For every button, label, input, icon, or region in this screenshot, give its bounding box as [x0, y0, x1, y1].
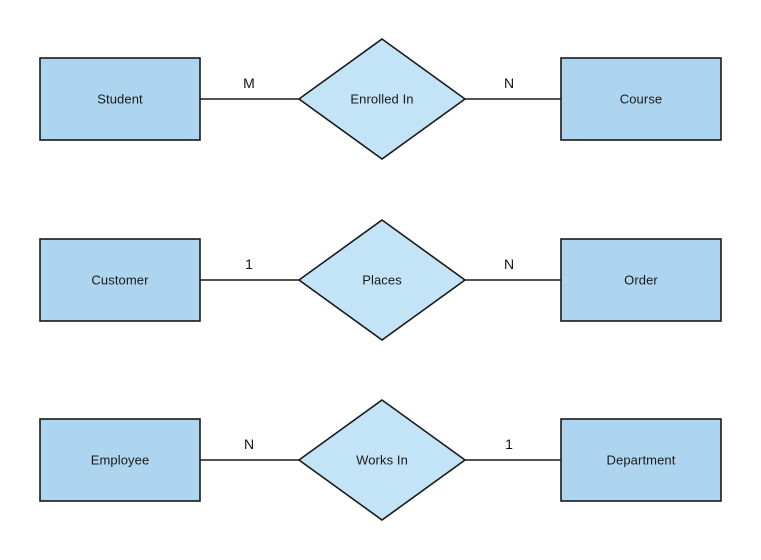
left-cardinality-label-row-3: N — [243, 436, 255, 452]
entity-label-customer: Customer — [91, 272, 149, 288]
entity-label-course: Course — [619, 91, 663, 107]
right-cardinality-label-row-2: N — [503, 256, 515, 272]
relationship-label-enrolled-in: Enrolled In — [350, 91, 414, 107]
entity-label-employee: Employee — [90, 452, 150, 468]
entity-label-order: Order — [624, 272, 658, 288]
entity-box-right-row-2[interactable] — [560, 238, 722, 322]
entity-label-department: Department — [606, 452, 676, 468]
entity-box-left-row-1[interactable] — [39, 57, 201, 141]
relationship-diamond-row-1[interactable] — [297, 38, 467, 160]
right-cardinality-label-row-3: 1 — [505, 436, 513, 452]
entity-label-student: Student — [97, 91, 143, 107]
relationship-label-works-in: Works In — [356, 452, 408, 468]
right-cardinality-label-row-1: N — [503, 75, 515, 91]
left-cardinality-label-row-1: M — [243, 75, 255, 91]
entity-box-left-row-2[interactable] — [39, 238, 201, 322]
left-cardinality-label-row-2: 1 — [245, 256, 253, 272]
relationship-diamond-row-3[interactable] — [297, 399, 467, 521]
entity-box-right-row-3[interactable] — [560, 418, 722, 502]
entity-box-right-row-1[interactable] — [560, 57, 722, 141]
relationship-diamond-row-2[interactable] — [297, 219, 467, 341]
relationship-label-places: Places — [362, 272, 402, 288]
entity-box-left-row-3[interactable] — [39, 418, 201, 502]
